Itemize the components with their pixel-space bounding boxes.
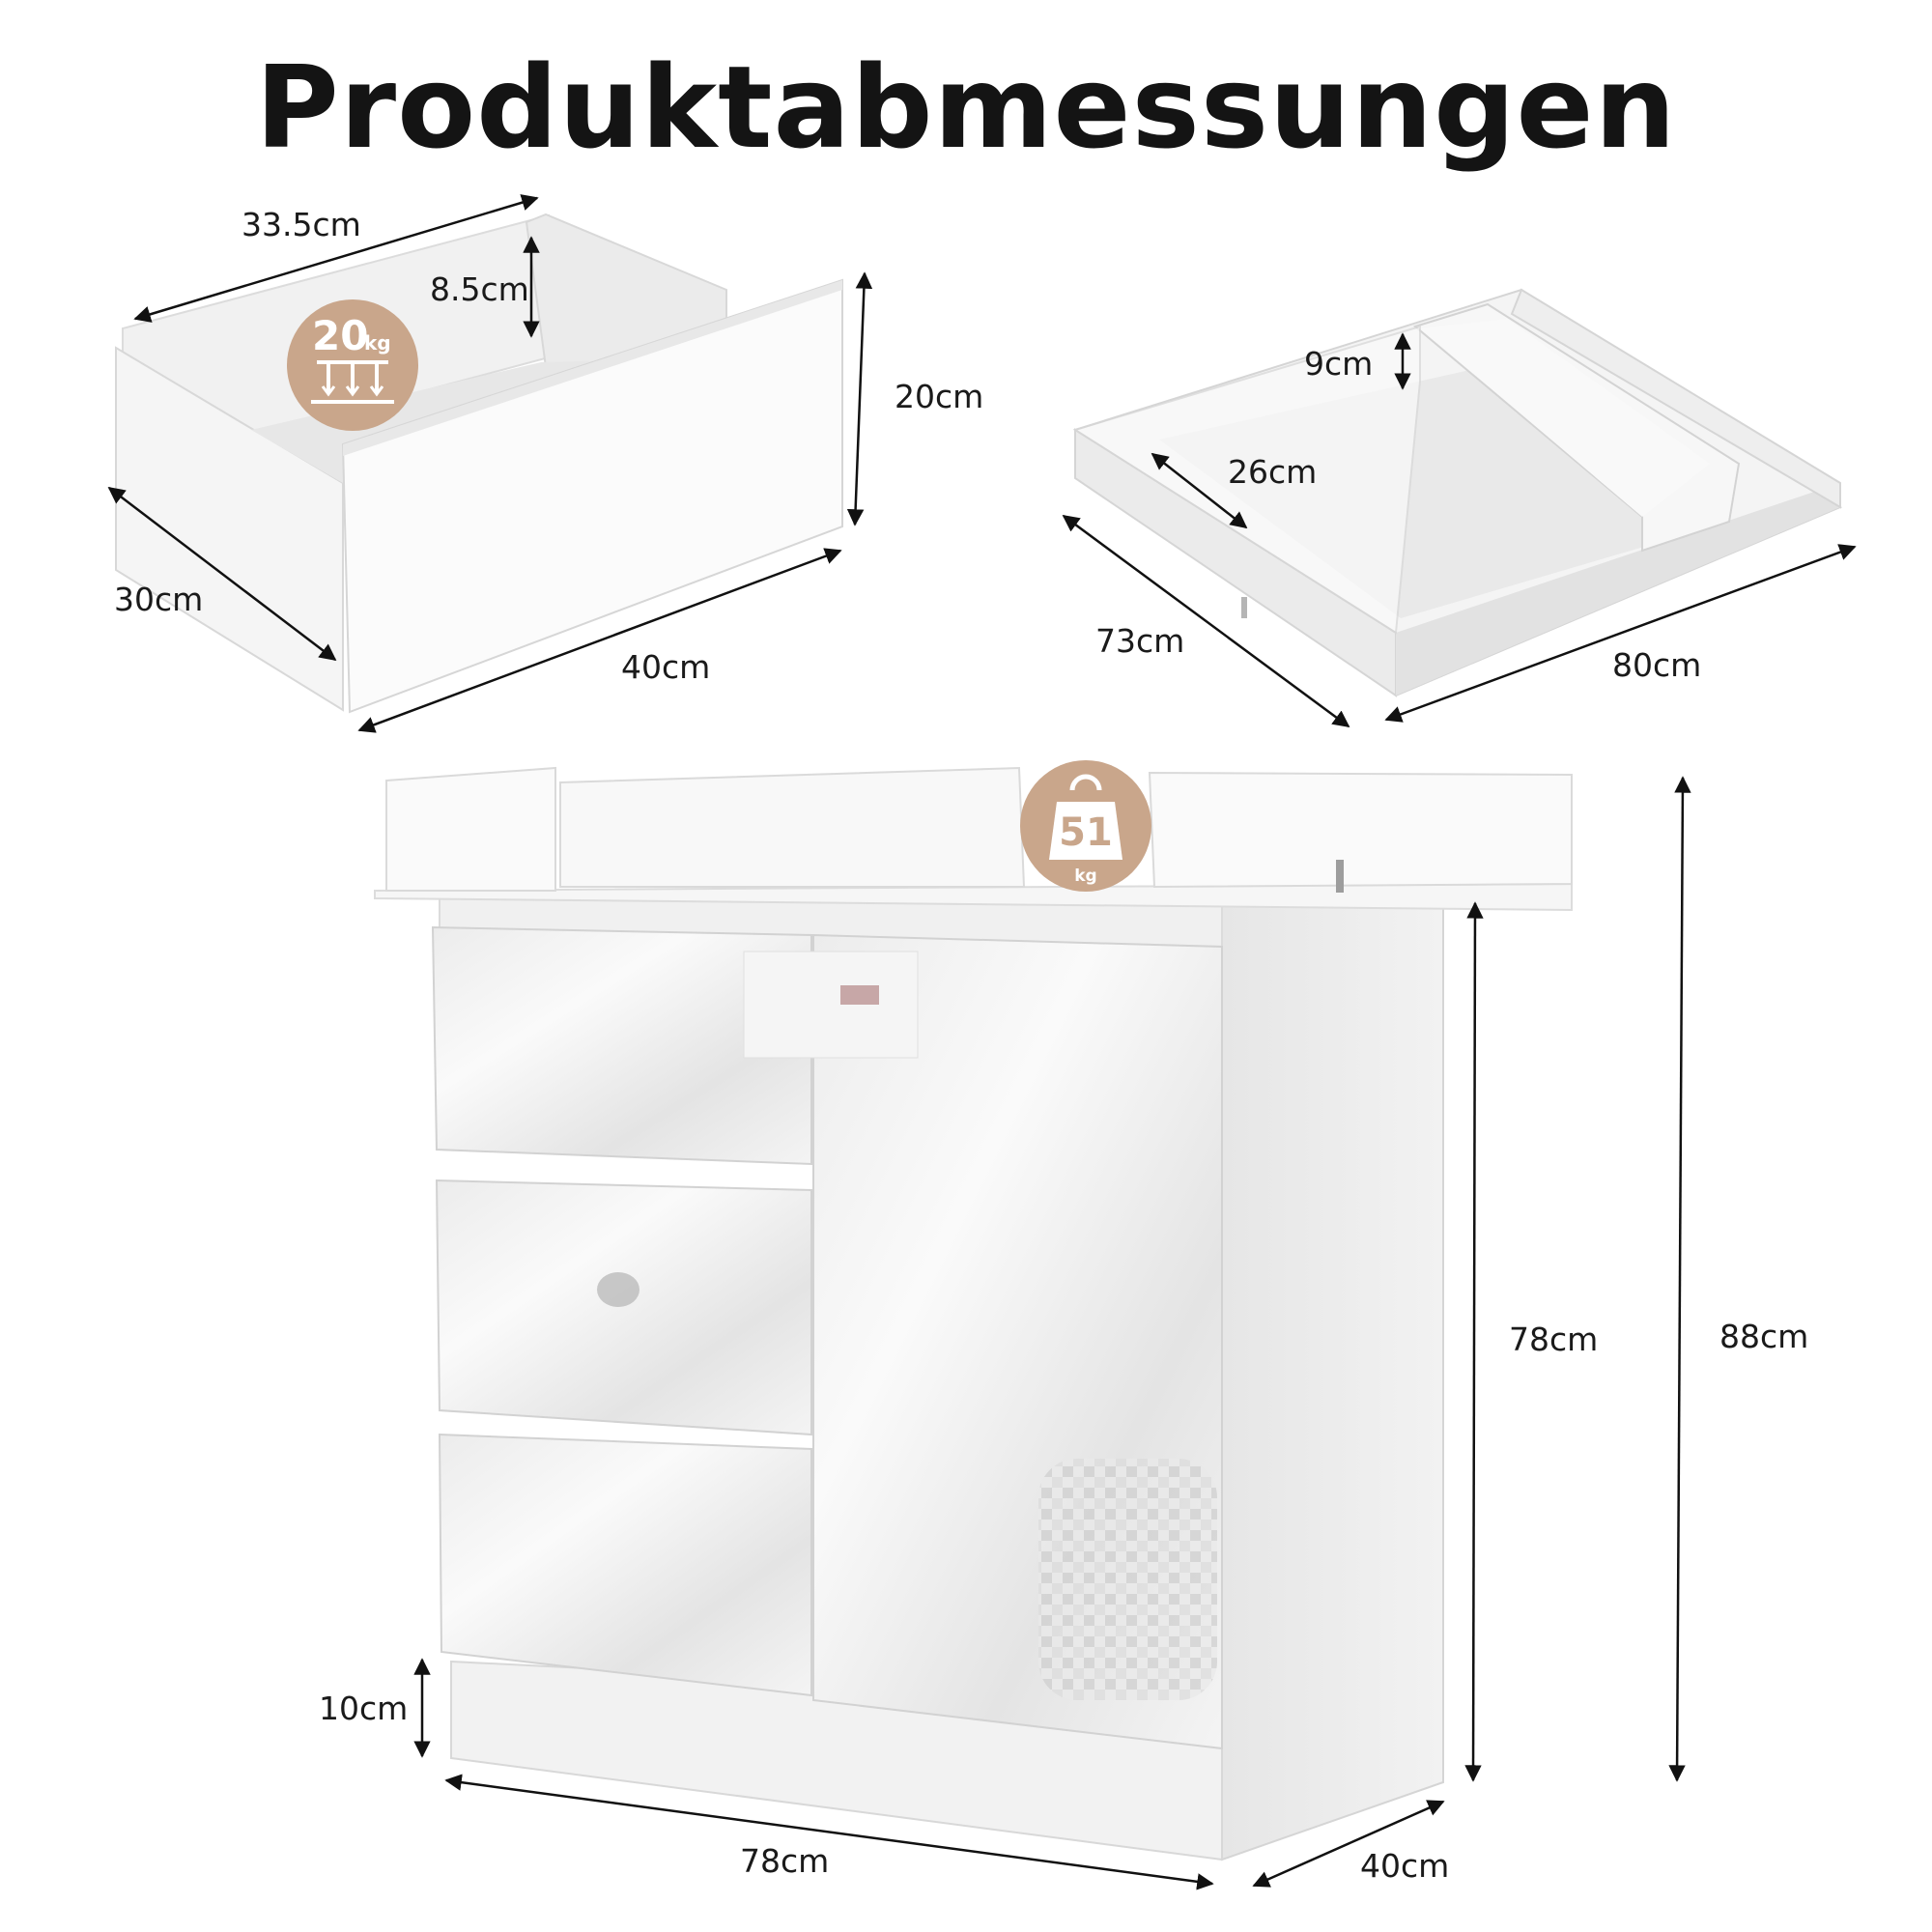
drawer-width-label: 33.5cm <box>242 206 361 243</box>
drawer-front-1 <box>431 925 812 1166</box>
top-depth-label: 73cm <box>1095 622 1184 660</box>
weight-load-icon <box>311 360 394 404</box>
drawer-width-arrow <box>133 194 539 323</box>
dresser-width-label: 78cm <box>740 1842 829 1880</box>
dresser-width-arrow <box>444 1774 1214 1890</box>
dresser-load-badge: 51 kg <box>1020 760 1151 892</box>
top-width-arrow <box>1384 544 1857 723</box>
dresser-illustration <box>374 766 1573 1861</box>
dresser-load-unit: kg <box>1074 867 1096 886</box>
drawer-depth-arrow <box>107 486 337 662</box>
drawer-front-height-arrow <box>846 271 873 526</box>
dresser-load-value: 51 <box>1059 810 1113 855</box>
drawer-front-height-label: 20cm <box>895 378 983 415</box>
body-height-arrow <box>1464 901 1484 1782</box>
drawer-front-3 <box>438 1433 812 1697</box>
drawer-depth-label: 30cm <box>114 581 203 618</box>
drawer-load-badge: 20 kg <box>287 299 418 431</box>
base-height-label: 10cm <box>319 1690 408 1727</box>
total-height-arrow <box>1668 776 1691 1782</box>
drawer-inner-height-label: 8.5cm <box>430 270 529 308</box>
drawer-load-unit: kg <box>364 331 391 355</box>
kettlebell-weight-icon <box>1049 774 1122 860</box>
total-height-label: 88cm <box>1719 1318 1808 1355</box>
drawer-load-value: 20 <box>312 312 368 359</box>
top-depth-arrow <box>1062 514 1350 728</box>
changing-top-illustration <box>1072 288 1843 697</box>
top-inner-width-label: 26cm <box>1228 453 1317 491</box>
top-width-label: 80cm <box>1612 646 1701 684</box>
drawer-front-2 <box>435 1179 812 1436</box>
dresser-depth-label: 40cm <box>1360 1847 1449 1885</box>
drawer-front-width-label: 40cm <box>621 648 710 686</box>
dresser-depth-arrow <box>1252 1800 1445 1888</box>
page-title: Produktabmessungen <box>255 41 1677 174</box>
drawer-front-width-arrow <box>357 548 842 733</box>
body-height-label: 78cm <box>1509 1321 1598 1358</box>
top-rail-height-label: 9cm <box>1304 345 1373 383</box>
